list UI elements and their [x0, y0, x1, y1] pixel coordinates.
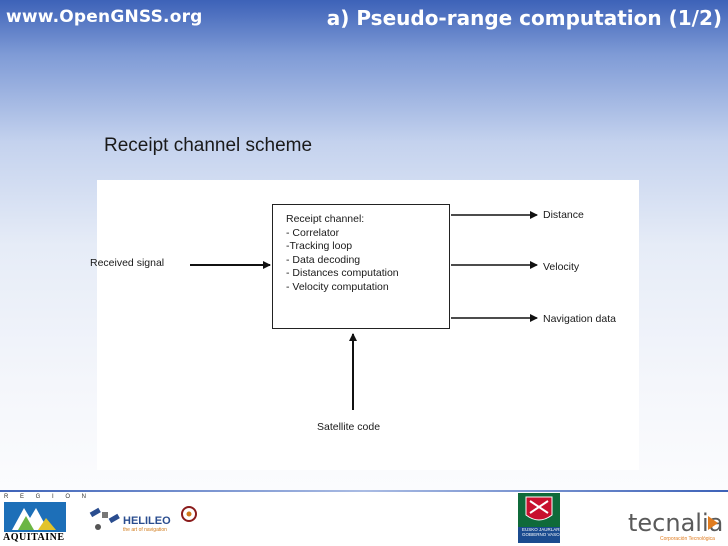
basque-text: EUSKO JAURLARITZA GOBIERNO VASCO [522, 527, 569, 537]
basque-line: GOBIERNO VASCO [522, 532, 563, 537]
box-line: - Distances computation [286, 267, 399, 279]
box-line: Receipt channel: [286, 213, 365, 225]
receipt-channel-box [272, 204, 450, 329]
helileo-name: HELILEO [123, 515, 171, 527]
aquitaine-name: AQUITAINE [3, 532, 65, 543]
box-line: -Tracking loop [286, 240, 353, 252]
output-label-velocity: Velocity [543, 261, 580, 273]
bottom-label: Satellite code [317, 421, 381, 433]
footer-bar [0, 490, 728, 546]
partner-emblem-icon [181, 506, 197, 522]
box-line: - Data decoding [286, 253, 361, 266]
input-label: Received signal [90, 257, 165, 269]
output-label-distance: Distance [543, 209, 584, 221]
satellite-icon [89, 507, 120, 530]
box-line: - Velocity computation [286, 280, 389, 293]
aquitaine-region-label: R E G I O N [4, 494, 92, 500]
aquitaine-logo [4, 502, 66, 532]
receipt-channel-text: Receipt channel: - Correlator -Tracking … [286, 213, 399, 294]
basque-government-logo [518, 493, 560, 543]
output-label-navigation: Navigation data [543, 313, 616, 325]
helileo-tagline: the art of navigation [123, 527, 167, 533]
tecnalia-tagline: Corporación Tecnológica [660, 536, 715, 542]
tecnalia-name: tecnalia [628, 509, 724, 537]
box-line: - Correlator [286, 226, 340, 239]
tecnalia-mark-icon [708, 516, 718, 530]
section-heading: Receipt channel scheme [104, 135, 313, 156]
site-url[interactable]: www.OpenGNSS.org [6, 7, 203, 27]
slide-title: a) Pseudo-range computation (1/2) [326, 6, 722, 30]
basque-line: EUSKO JAURLARITZA [522, 527, 570, 532]
footer-line [0, 490, 728, 492]
